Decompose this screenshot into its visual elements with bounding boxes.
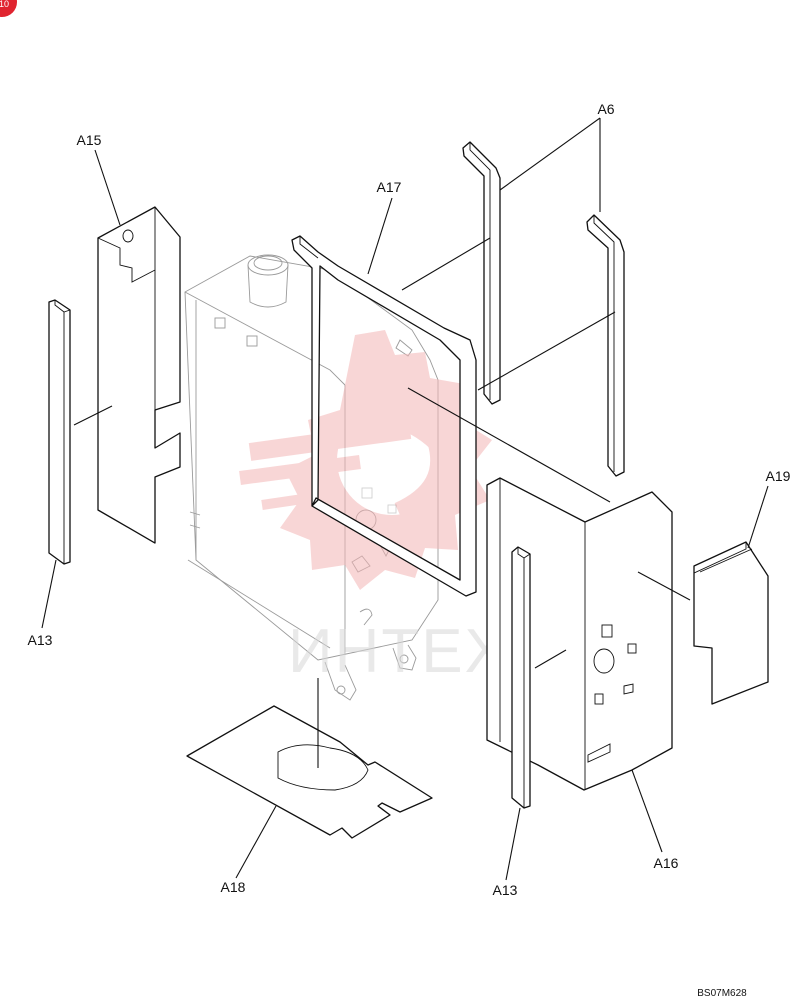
leader-lines bbox=[41, 117, 769, 881]
drawing-code: BS07M628 bbox=[697, 988, 747, 999]
part-a15-panel bbox=[97, 206, 181, 544]
part-a19-block bbox=[693, 541, 769, 705]
watermark-text: ИНТЕХ bbox=[288, 617, 508, 686]
watermark-gear-logo: ИНТЕХ bbox=[239, 330, 508, 686]
label-a15: A15 bbox=[77, 132, 102, 148]
label-a16: A16 bbox=[654, 855, 679, 871]
part-a17-bracket bbox=[291, 235, 477, 597]
part-a13-strip-left bbox=[48, 299, 71, 565]
label-a18: A18 bbox=[221, 879, 246, 895]
label-a6: A6 bbox=[597, 101, 614, 117]
part-a13-strip-bottom bbox=[511, 546, 531, 809]
part-a6-strip-right bbox=[586, 214, 625, 477]
corner-badge: 10 bbox=[0, 0, 17, 17]
part-a16-cover bbox=[486, 477, 673, 791]
label-a13-left: A13 bbox=[28, 632, 53, 648]
part-a6-strip-left bbox=[462, 141, 501, 405]
corner-badge-text: 10 bbox=[0, 0, 9, 9]
label-a13-bottom: A13 bbox=[493, 882, 518, 898]
label-a17: A17 bbox=[377, 179, 402, 195]
label-a19: A19 bbox=[766, 468, 791, 484]
part-a18-base-plate bbox=[186, 705, 433, 839]
